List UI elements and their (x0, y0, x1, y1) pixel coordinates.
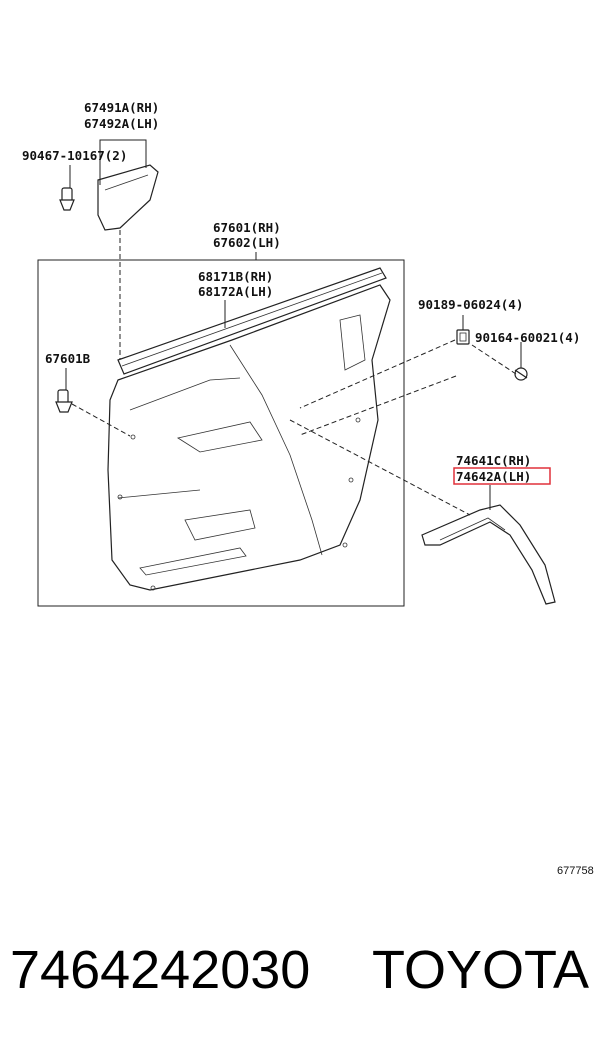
label-90164: 90164-60021(4) (475, 330, 580, 345)
screw-90164 (514, 367, 528, 381)
nut-90189 (456, 329, 470, 345)
clip-67601b (55, 389, 73, 413)
part-number: 7464242030 (10, 940, 311, 1000)
door-trim-panel (107, 284, 391, 591)
label-68171b: 68171B(RH) (198, 269, 273, 284)
label-67491a: 67491A(RH) (84, 100, 159, 115)
label-74641c: 74641C(RH) (456, 453, 531, 468)
armrest-garnish-part (421, 504, 556, 605)
leader-67491 (115, 139, 147, 168)
label-68172a: 68172A(LH) (198, 284, 273, 299)
brand-name: TOYOTA (372, 940, 590, 1000)
label-90467: 90467-10167(2) (22, 148, 127, 163)
label-67601b: 67601B (45, 351, 91, 366)
upper-garnish-part (97, 164, 159, 231)
label-67602: 67602(LH) (213, 235, 281, 250)
clip-90467 (59, 187, 75, 211)
label-90189: 90189-06024(4) (418, 297, 523, 312)
label-74642a: 74642A(LH) (456, 469, 531, 484)
diagram-code: 677758 (557, 865, 594, 877)
weatherstrip-part (117, 267, 387, 375)
door-trim-frame (37, 259, 405, 607)
label-67492a: 67492A(LH) (84, 116, 159, 131)
part-highlight-box (453, 467, 551, 485)
label-67601: 67601(RH) (213, 220, 281, 235)
